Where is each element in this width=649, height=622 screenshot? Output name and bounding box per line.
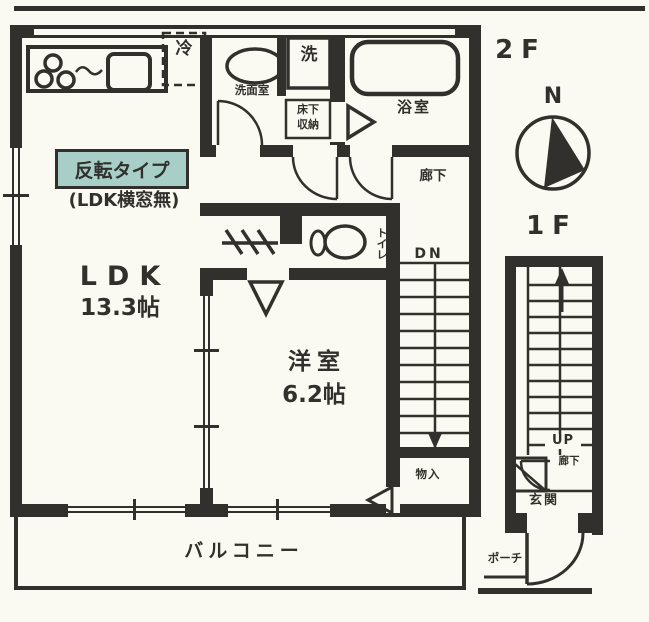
pillar <box>280 216 302 244</box>
closet-hanger-icon <box>222 229 278 255</box>
porch-label: ポーチ <box>487 551 523 565</box>
door-swings <box>216 99 394 201</box>
storage-label: 物入 <box>415 467 441 481</box>
reversed-type-tag: 反転タイプ <box>55 149 189 189</box>
bathroom-door-mark <box>346 102 378 142</box>
stairs-down-arrow <box>428 433 442 449</box>
washing-machine-space <box>286 36 332 90</box>
faucet-icon <box>74 66 103 76</box>
window-symbols <box>3 148 330 520</box>
floor1-title: 1F <box>526 211 578 241</box>
ground-line <box>478 588 592 594</box>
floor2-wall-openings <box>34 29 455 513</box>
stairs-down-label: DN <box>414 246 444 262</box>
washbasin-icon <box>225 47 285 85</box>
compass-north-label: N <box>543 84 563 109</box>
storage-door-mark <box>364 484 394 516</box>
bathroom-label: 浴室 <box>396 98 431 116</box>
stairs-up-arrow <box>555 268 569 284</box>
toilet-label: トイレ <box>375 226 388 260</box>
page-top-rule <box>14 6 645 11</box>
refrigerator-label: 冷 <box>175 39 193 59</box>
western-room-label: 洋室 <box>288 349 346 375</box>
entrance-fixtures <box>484 456 592 586</box>
floor1-walls <box>505 256 603 535</box>
kitchen-sink-icon <box>106 52 152 92</box>
balcony-outline <box>14 517 466 590</box>
front-door-swing <box>526 532 585 586</box>
ldk-area-label: 13.3帖 <box>80 295 160 321</box>
toilet-icon <box>309 224 367 260</box>
balcony-label: バルコニー <box>184 540 304 562</box>
entrance-label: 玄関 <box>528 493 559 508</box>
underfloor-storage-box <box>284 98 332 140</box>
washroom-label: 洗面室 <box>234 83 270 97</box>
underfloor-storage-label: 床下収納 <box>288 103 328 133</box>
floor2-title: 2F <box>495 35 547 65</box>
ldk-room-label: LDK <box>79 261 171 292</box>
stove-burner-icon <box>56 70 76 90</box>
note-subtitle: (LDK横窓無) <box>68 190 180 211</box>
bathtub-icon <box>349 39 461 97</box>
underfloor-storage-label-bottom: 収納 <box>297 117 319 131</box>
stove-burner-icon <box>34 69 54 89</box>
hall-door-swing <box>519 459 551 492</box>
corridor-2f-label: 廊下 <box>419 168 447 184</box>
stairs-down <box>400 261 469 447</box>
underfloor-storage-label-top: 床下 <box>297 103 319 116</box>
kitchen-counter <box>26 45 168 93</box>
refrigerator-space <box>161 31 207 87</box>
stairs-up <box>526 267 592 455</box>
washing-machine-label: 洗 <box>300 45 318 65</box>
western-room-area-label: 6.2帖 <box>282 382 346 408</box>
western-room-door-mark <box>247 280 285 318</box>
compass-icon <box>515 115 591 191</box>
stairs-up-label: UP <box>545 433 581 449</box>
stove-burner-icon <box>43 53 63 73</box>
corridor-1f-label: 廊下 <box>558 455 580 467</box>
